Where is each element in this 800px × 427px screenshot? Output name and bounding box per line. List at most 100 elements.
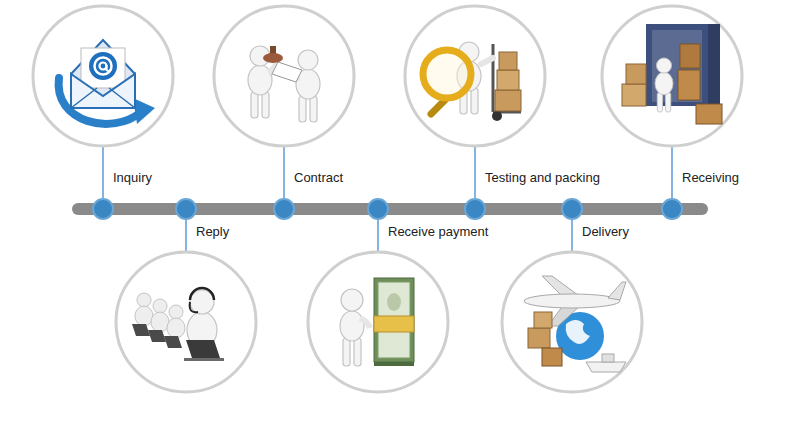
magnifier-ring — [423, 50, 471, 98]
cardboard-box — [528, 328, 550, 348]
figure-head — [298, 50, 318, 70]
figure-body — [135, 306, 153, 326]
plane-tail — [608, 282, 626, 300]
step-label: Receive payment — [388, 224, 406, 240]
globe-land — [566, 320, 590, 344]
step-label: Inquiry — [113, 170, 131, 186]
timeline-bar — [72, 203, 708, 215]
laptops — [132, 324, 182, 348]
timeline-dot: Receive payment — [367, 198, 389, 220]
person-figure — [187, 288, 217, 348]
leader-line — [571, 220, 573, 252]
step-label: Delivery — [582, 224, 600, 240]
timeline-dot: Contract — [273, 198, 295, 220]
payment-scene — [340, 278, 414, 366]
picture-circle — [214, 6, 354, 146]
timeline-segment — [486, 203, 561, 215]
picture-circle — [405, 6, 545, 146]
plane-fuselage — [524, 294, 620, 308]
container-body — [646, 24, 708, 106]
picture-circles — [33, 6, 742, 392]
figure-head — [657, 58, 672, 73]
figure-leg — [262, 92, 269, 118]
at-ring — [95, 58, 112, 75]
picture-circle — [116, 252, 256, 392]
envelope-icon — [59, 40, 155, 124]
figure-head — [153, 299, 167, 313]
figure-body — [167, 318, 185, 338]
contract-paper — [272, 62, 302, 82]
cardboard-box — [534, 312, 552, 328]
leader-line — [283, 147, 285, 198]
laptop — [148, 330, 166, 342]
figure-arm — [481, 58, 493, 64]
wooden-crate — [678, 70, 700, 100]
figure-arm — [360, 318, 370, 328]
container-inside — [652, 30, 702, 102]
step-label: Reply — [196, 224, 214, 240]
ship-hull — [586, 362, 626, 372]
cardboard-box — [542, 348, 562, 366]
step-label: Receiving — [682, 170, 700, 186]
figure-body — [151, 312, 169, 332]
leader-line — [185, 220, 187, 252]
money-band — [374, 316, 414, 332]
letter-paper — [81, 48, 125, 88]
timeline-dot: Receiving — [661, 198, 683, 220]
cardboard-box — [497, 70, 519, 90]
cardboard-box — [626, 64, 646, 84]
magnifier-handle — [431, 100, 445, 114]
picture-circle — [602, 6, 742, 146]
leader-line — [377, 220, 379, 252]
envelope-fold — [71, 88, 135, 108]
laptop — [186, 340, 220, 358]
call-centre-scene — [132, 288, 224, 361]
laptop-base — [184, 358, 224, 361]
figure-head — [169, 305, 183, 319]
timeline-segment — [295, 203, 367, 215]
money-stack — [374, 278, 414, 362]
figure-head — [341, 289, 363, 311]
container-door — [708, 24, 720, 106]
figure-leg — [310, 96, 317, 122]
figure-leg — [343, 338, 350, 366]
timeline-dot: Testing and packing — [464, 198, 486, 220]
ship-cabin — [602, 354, 614, 362]
picture-circle — [502, 252, 642, 392]
hand-truck-frame — [492, 44, 495, 112]
contract-figures — [248, 46, 320, 122]
headset-mic — [190, 302, 198, 312]
laptop — [132, 324, 150, 336]
timeline-segment — [114, 203, 175, 215]
person-figure — [286, 50, 320, 122]
figure-leg — [299, 96, 306, 122]
stamp-base — [263, 53, 283, 63]
at-tail — [107, 65, 112, 71]
testing-scene — [423, 42, 521, 121]
money-edge — [374, 362, 414, 366]
laptop — [164, 336, 182, 348]
figure-leg — [666, 93, 671, 113]
figure-leg — [657, 93, 662, 113]
step-label: Contract — [294, 170, 312, 186]
leader-line — [102, 147, 104, 198]
delivery-scene — [524, 276, 626, 372]
timeline-dot: Reply — [175, 198, 197, 220]
container-scene — [622, 24, 722, 124]
cardboard-box — [499, 52, 517, 70]
swoosh-head — [133, 98, 155, 124]
cardboard-box — [622, 84, 646, 106]
leader-line — [474, 147, 476, 198]
cardboard-box — [495, 90, 521, 111]
wooden-crate — [696, 104, 722, 124]
picture-circle — [308, 252, 448, 392]
person-figure — [655, 58, 673, 112]
at-badge — [89, 52, 117, 80]
timeline-segment — [583, 203, 661, 215]
leader-lines — [103, 147, 672, 252]
figure-leg — [471, 88, 478, 114]
person-figure — [340, 289, 370, 366]
figure-leg — [251, 92, 258, 118]
